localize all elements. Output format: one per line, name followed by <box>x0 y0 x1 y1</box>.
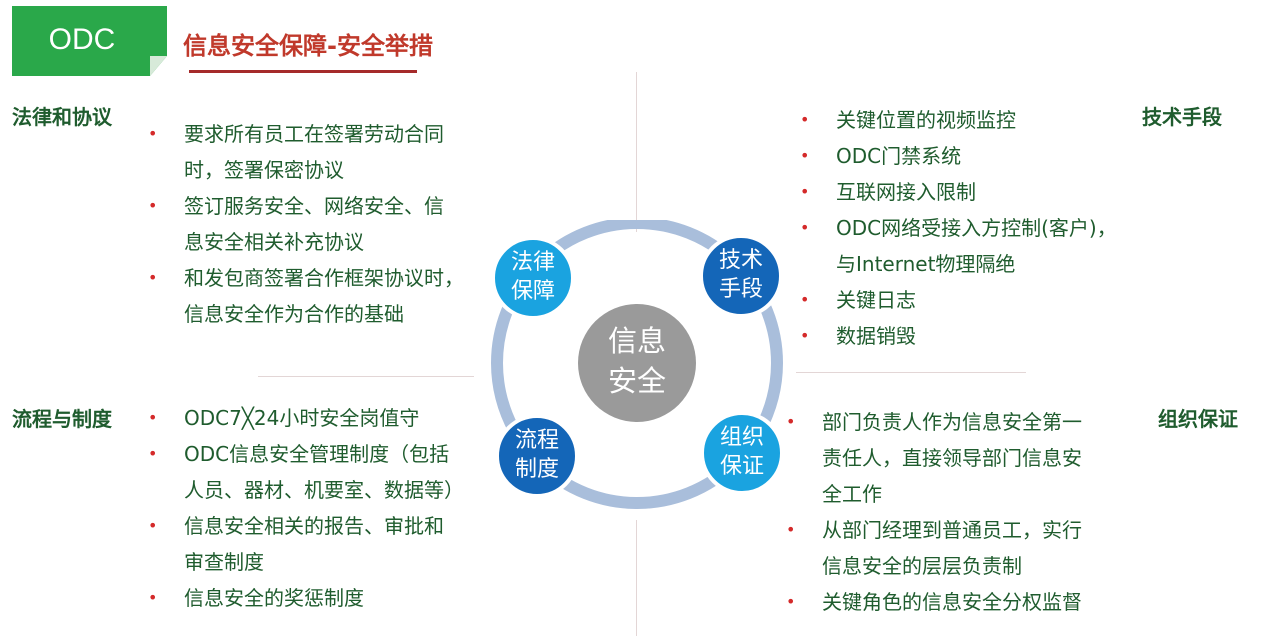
list-item: • 信息安全的奖惩制度 <box>148 580 464 616</box>
list-item-line: 审查制度 <box>184 550 264 574</box>
bullet-dot-icon: • <box>148 196 158 215</box>
node-org-disc <box>700 411 784 495</box>
badge-tab-shape <box>12 6 167 76</box>
list-item-line: 从部门经理到普通员工，实行 <box>822 518 1082 542</box>
security-diagram: 信息 安全 法律 保障 技术 手段 流程 制度 组织 保证 <box>491 220 784 509</box>
list-item: • 关键日志 <box>800 282 1117 318</box>
list-item: • 互联网接入限制 <box>800 174 1117 210</box>
tech-list: • 关键位置的视频监控 • ODC门禁系统 • 互联网接入限制 • ODC网络受接入方控制(客… <box>800 102 1117 354</box>
bullet-dot-icon: • <box>148 408 158 427</box>
node-tech: 技术 手段 <box>699 234 783 318</box>
badge-page-fold <box>150 56 167 76</box>
bullet-dot-icon: • <box>800 182 810 201</box>
bullet-dot-icon: • <box>800 290 810 309</box>
center-circle: 信息 安全 <box>578 304 696 422</box>
node-org: 组织 保证 <box>700 411 784 495</box>
list-item-line: ODC信息安全管理制度（包括 <box>184 442 450 466</box>
node-tech-disc <box>699 234 783 318</box>
diagram-ring <box>491 220 783 509</box>
bullet-dot-icon: • <box>800 326 810 345</box>
heading-org: 组织保证 <box>1158 407 1238 431</box>
heading-tech: 技术手段 <box>1142 105 1222 129</box>
node-tech-line2: 手段 <box>719 277 763 302</box>
list-item-line: 信息安全的奖惩制度 <box>184 586 364 610</box>
list-item-line: 关键角色的信息安全分权监督 <box>822 590 1082 614</box>
list-item: • 要求所有员工在签署劳动合同时，签署保密协议 <box>148 116 464 188</box>
center-label-line1: 信息 <box>608 324 666 358</box>
list-item-line: 关键日志 <box>836 288 916 312</box>
list-item-line: 要求所有员工在签署劳动合同 <box>184 122 444 146</box>
node-process-line2: 制度 <box>515 457 559 482</box>
list-item: • ODC信息安全管理制度（包括人员、器材、机要室、数据等） <box>148 436 464 508</box>
center-disc <box>578 304 696 422</box>
process-list: • ODC7╳24小时安全岗值守 • ODC信息安全管理制度（包括人员、器材、机要室、… <box>148 400 464 616</box>
bullet-dot-icon: • <box>148 444 158 463</box>
node-legal-line1: 法律 <box>511 250 555 275</box>
bullet-dot-icon: • <box>148 588 158 607</box>
node-legal-line2: 保障 <box>511 279 555 304</box>
list-item: • 部门负责人作为信息安全第一责任人，直接领导部门信息安全工作 <box>786 404 1082 512</box>
list-item-line: 数据销毁 <box>836 324 916 348</box>
list-item-line: 部门负责人作为信息安全第一 <box>822 410 1082 434</box>
list-item: • 从部门经理到普通员工，实行信息安全的层层负责制 <box>786 512 1082 584</box>
list-item: • 关键角色的信息安全分权监督 <box>786 584 1082 620</box>
list-item: • ODC门禁系统 <box>800 138 1117 174</box>
divider-top <box>636 72 637 232</box>
list-item: • ODC网络受接入方控制(客户)， 与Internet物理隔绝 <box>800 210 1117 282</box>
bullet-dot-icon: • <box>786 412 796 431</box>
list-item-line: 关键位置的视频监控 <box>836 108 1016 132</box>
title-underline <box>189 70 417 73</box>
node-process-line1: 流程 <box>515 428 559 453</box>
node-org-line1: 组织 <box>720 425 764 450</box>
list-item-line: ODC网络受接入方控制(客户)， <box>836 216 1117 240</box>
bullet-dot-icon: • <box>786 520 796 539</box>
list-item-line: 和发包商签署合作框架协议时， <box>184 266 464 290</box>
list-item: • 签订服务安全、网络安全、信息安全相关补充协议 <box>148 188 464 260</box>
list-item-line: 全工作 <box>822 482 882 506</box>
divider-right <box>796 372 1026 373</box>
divider-left <box>258 376 474 377</box>
bullet-dot-icon: • <box>148 268 158 287</box>
divider-bottom <box>636 520 637 636</box>
list-item: • 信息安全相关的报告、审批和审查制度 <box>148 508 464 580</box>
list-item-line: 息安全相关补充协议 <box>184 230 364 254</box>
list-item-line: 签订服务安全、网络安全、信 <box>184 194 444 218</box>
node-process: 流程 制度 <box>495 414 579 498</box>
legal-list: • 要求所有员工在签署劳动合同时，签署保密协议 • 签订服务安全、网络安全、信息安全相… <box>148 116 464 332</box>
node-tech-line1: 技术 <box>719 248 763 273</box>
bullet-dot-icon: • <box>800 146 810 165</box>
list-item: • 关键位置的视频监控 <box>800 102 1117 138</box>
node-process-disc <box>495 414 579 498</box>
list-item-line: 责任人，直接领导部门信息安 <box>822 446 1082 470</box>
node-legal: 法律 保障 <box>491 236 575 320</box>
list-item-line: ODC7╳24小时安全岗值守 <box>184 406 420 430</box>
org-list: • 部门负责人作为信息安全第一责任人，直接领导部门信息安全工作 • 从部门经理到普通员… <box>786 404 1082 620</box>
list-item: • 和发包商签署合作框架协议时， 信息安全作为合作的基础 <box>148 260 464 332</box>
heading-legal: 法律和协议 <box>12 105 112 129</box>
bullet-dot-icon: • <box>800 110 810 129</box>
node-legal-disc <box>491 236 575 320</box>
bullet-dot-icon: • <box>786 592 796 611</box>
bullet-dot-icon: • <box>148 516 158 535</box>
bullet-dot-icon: • <box>800 218 810 237</box>
bullet-dot-icon: • <box>148 124 158 143</box>
list-item-line: 人员、器材、机要室、数据等） <box>184 478 464 502</box>
list-item-line: ODC门禁系统 <box>836 144 962 168</box>
list-item-line: 信息安全作为合作的基础 <box>184 302 404 326</box>
list-item-line: 时，签署保密协议 <box>184 158 344 182</box>
center-label-line2: 安全 <box>608 364 666 398</box>
node-org-line2: 保证 <box>720 454 764 479</box>
list-item-line: 信息安全相关的报告、审批和 <box>184 514 444 538</box>
list-item-line: 互联网接入限制 <box>836 180 976 204</box>
heading-process: 流程与制度 <box>12 407 112 431</box>
list-item: • ODC7╳24小时安全岗值守 <box>148 400 464 436</box>
list-item-line: 信息安全的层层负责制 <box>822 554 1022 578</box>
page-title: 信息安全保障-安全举措 <box>183 32 433 60</box>
list-item: • 数据销毁 <box>800 318 1117 354</box>
list-item-line: 与Internet物理隔绝 <box>836 252 1016 276</box>
odc-badge: ODC <box>12 6 167 76</box>
badge-label: ODC <box>48 23 116 56</box>
